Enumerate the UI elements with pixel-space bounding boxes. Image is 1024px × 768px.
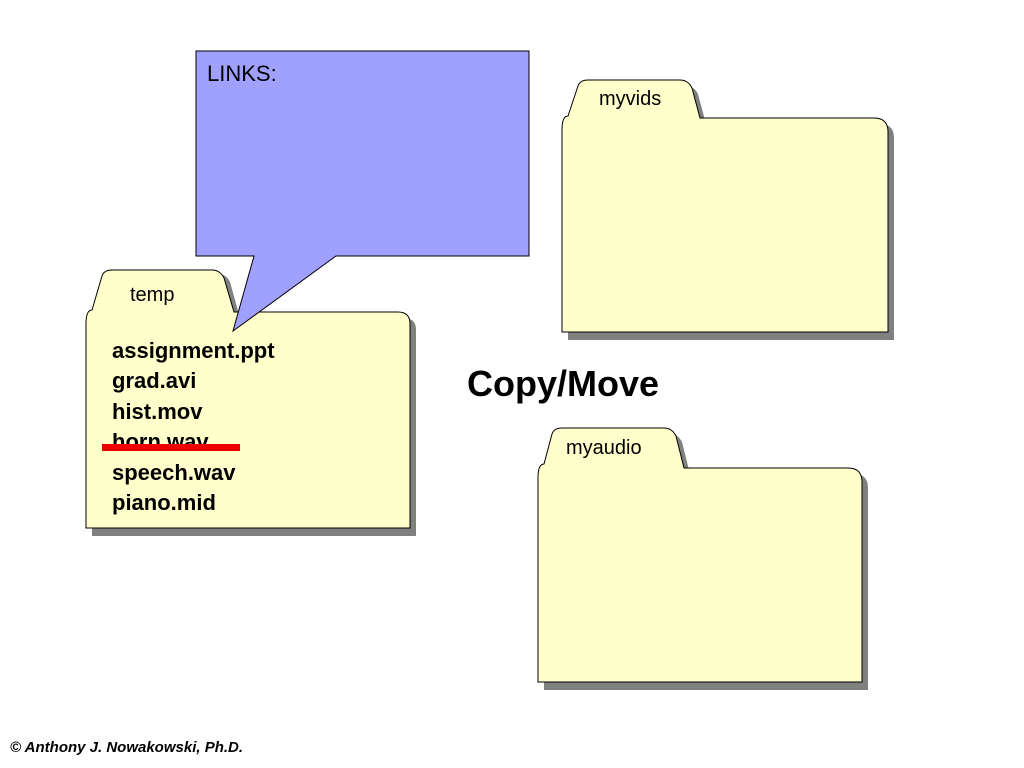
folder-label-temp: temp — [130, 284, 175, 306]
file-item: piano.mid — [112, 490, 216, 516]
folder-body — [85, 269, 411, 529]
folder-label-myvids: myvids — [599, 88, 662, 110]
main-title: Copy/Move — [467, 363, 660, 404]
folder-body — [537, 427, 863, 683]
folder-icon-myaudio — [537, 427, 868, 690]
file-item: assignment.ppt — [112, 338, 275, 363]
folder-label-myaudio: myaudio — [566, 437, 642, 459]
file-item: hist.mov — [112, 398, 203, 424]
file-item: speech.wav — [112, 459, 236, 485]
file-item-struck: horn.wav — [102, 427, 275, 457]
file-list: assignment.ppt grad.avi hist.mov horn.wa… — [102, 336, 275, 518]
folder-icon-myvids — [561, 79, 894, 340]
speech-bubble — [195, 50, 530, 333]
folder-icon-temp — [85, 269, 416, 536]
folder-body — [561, 79, 889, 333]
strikethrough-mark — [102, 444, 240, 452]
callout-label: LINKS: — [207, 61, 277, 86]
copyright-text: © Anthony J. Nowakowski, Ph.D. — [10, 739, 244, 756]
file-item: grad.avi — [112, 368, 197, 394]
